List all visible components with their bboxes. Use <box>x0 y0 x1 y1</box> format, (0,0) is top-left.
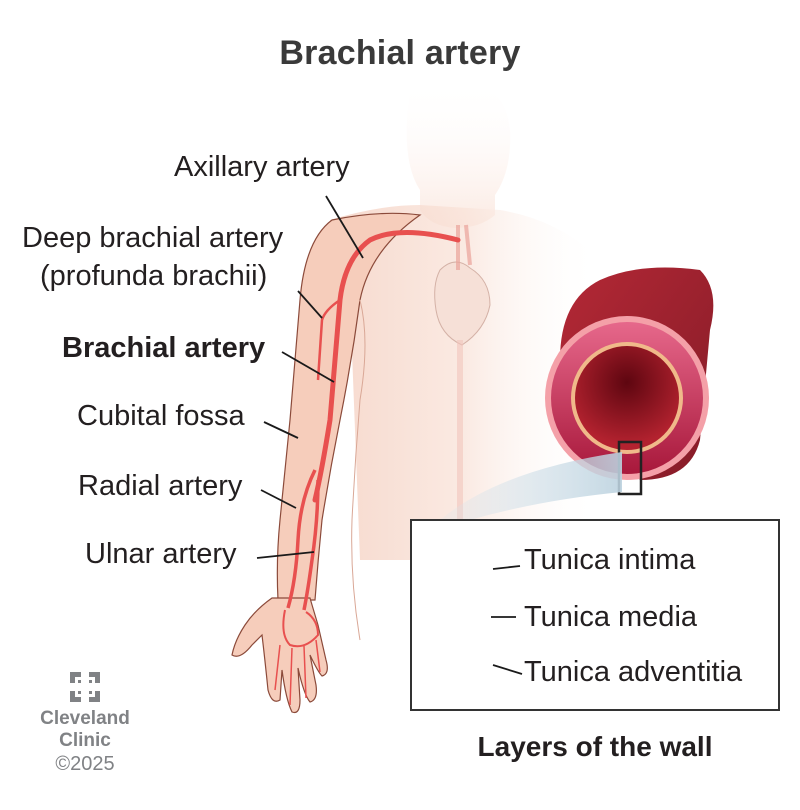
logo-line2: Clinic <box>59 730 111 751</box>
leader-lines <box>256 195 364 559</box>
label-axillary-artery: Axillary artery <box>174 151 350 183</box>
label-tunica-adventitia: Tunica adventitia <box>524 656 743 688</box>
copyright: ©2025 <box>55 753 115 775</box>
label-tunica-intima: Tunica intima <box>524 544 696 576</box>
label-brachial-artery: Brachial artery <box>62 332 266 364</box>
inset-caption: Layers of the wall <box>477 731 713 762</box>
label-profunda-brachii: (profunda brachii) <box>40 260 268 292</box>
wall-layers-inset <box>410 519 780 711</box>
cleveland-clinic-logo: Cleveland Clinic ©2025 <box>30 672 140 776</box>
logo-line1: Cleveland <box>40 708 130 729</box>
label-deep-brachial-artery: Deep brachial artery <box>22 222 284 254</box>
label-tunica-media: Tunica media <box>524 601 698 633</box>
cleveland-clinic-cross-icon <box>70 672 100 702</box>
label-cubital-fossa: Cubital fossa <box>77 400 245 432</box>
label-ulnar-artery: Ulnar artery <box>85 538 237 570</box>
diagram-title: Brachial artery <box>279 34 521 72</box>
label-radial-artery: Radial artery <box>78 470 243 502</box>
